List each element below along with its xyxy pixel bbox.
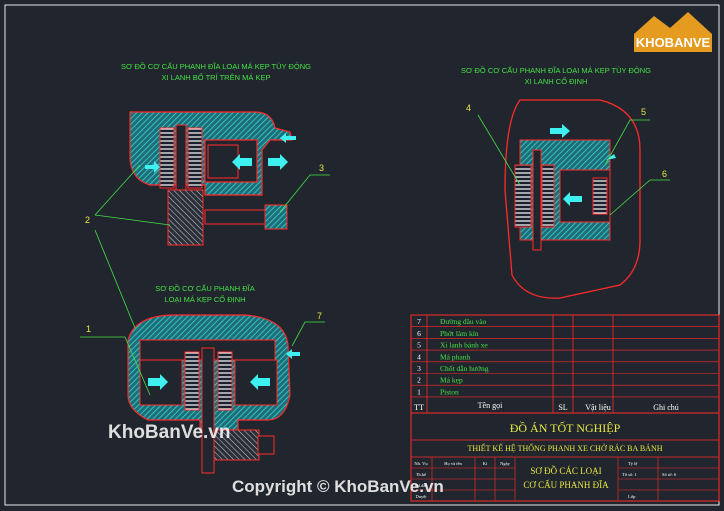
khobanve-logo: KHOBANVE — [634, 12, 712, 52]
project-title: ĐỒ ÁN TỐT NGHIỆP — [510, 420, 621, 435]
header-ghi-chu: Ghi chú — [653, 403, 679, 412]
title-top-left-2: XI LANH BỐ TRÍ TRÊN MÁ KẸP — [162, 72, 271, 82]
callout-5: 5 — [641, 107, 646, 117]
header-ngay: Ngày — [500, 461, 510, 466]
brake-pad-left-top-right — [514, 164, 532, 228]
role-huong-dan: Hd.dẫn — [414, 483, 428, 488]
header-tt: TT — [414, 403, 424, 412]
title-bottom-left-2: LOẠI MÁ KẸP CỐ ĐỊNH — [164, 294, 245, 304]
callout-7: 7 — [317, 311, 322, 321]
wheel-hub-top-left — [167, 189, 204, 246]
diagram-top-right: SƠ ĐỒ CƠ CẤU PHANH ĐĨA LOẠI MÁ KẸP TÙY Đ… — [461, 65, 670, 299]
role-nhiem-vu: Nh. Vụ — [414, 461, 428, 466]
callout-3: 3 — [319, 163, 324, 173]
part-name: Phớt làm kín — [440, 329, 479, 338]
callout-6: 6 — [662, 169, 667, 179]
watermark-left: KhoBanVe.vn — [108, 422, 230, 443]
brake-pad-left-top-left — [159, 127, 175, 189]
header-ki: Kí — [483, 461, 488, 466]
left-cylinder-bottom-left — [139, 359, 183, 406]
brake-pad-left-bottom-left — [184, 351, 200, 411]
part-number: 5 — [417, 341, 421, 350]
brake-disc-top-right — [532, 149, 542, 251]
header-sl: SL — [558, 403, 567, 412]
part-number: 3 — [417, 364, 421, 373]
guide-pin-head-top-left — [264, 204, 288, 230]
drawing-frame — [4, 4, 720, 506]
diagram-bottom-left: SƠ ĐỒ CƠ CẤU PHANH ĐĨA LOẠI MÁ KẸP CỐ ĐỊ… — [80, 229, 325, 474]
pad-arrow-top-left — [145, 161, 160, 173]
callout-4: 4 — [466, 103, 471, 113]
callout-1: 1 — [86, 324, 91, 334]
pressure-arrow-1-top-left — [232, 154, 252, 170]
label-ty-le: Tỷ lệ — [628, 461, 637, 466]
title-top-left-1: SƠ ĐỒ CƠ CẤU PHANH ĐĨA LOẠI MÁ KẸP TÙY Đ… — [121, 61, 311, 71]
wheel-hub-bottom-left — [213, 429, 260, 461]
role-duyet: Duyệt — [416, 494, 428, 499]
part-number: 6 — [417, 329, 421, 338]
fluid-inlet-arrow-top-left — [280, 133, 296, 143]
label-to-so: Tờ số: 1 — [622, 472, 637, 477]
part-name: Má phanh — [440, 352, 470, 361]
piston-top-right — [592, 177, 608, 215]
arrow-1-top-right — [550, 124, 570, 138]
title-top-right-1: SƠ ĐỒ CƠ CẤU PHANH ĐĨA LOẠI MÁ KẸP TÙY Đ… — [461, 65, 651, 75]
arrow-left-bottom-left — [148, 374, 168, 390]
parts-list-table: 7 Đường dầu vào 6 Phớt làm kín 5 Xi lanh bánh… — [410, 314, 720, 414]
callout-2: 2 — [85, 215, 90, 225]
label-so-to: Số tờ: 6 — [662, 472, 677, 477]
arrow-right-bottom-left — [250, 374, 270, 390]
label-lop: Lớp — [628, 494, 636, 499]
part-number: 2 — [417, 376, 421, 385]
arrow-2-top-right — [563, 192, 582, 206]
part-name: Chốt dẫn hướng — [440, 364, 489, 373]
logo-text: KHOBANVE — [636, 35, 711, 50]
part-number: 7 — [417, 317, 421, 326]
pressure-arrow-2-top-left — [268, 154, 288, 170]
title-top-right-2: XI LANH CỐ ĐỊNH — [525, 76, 588, 86]
drawing-name-2: CƠ CẤU PHANH ĐĨA — [523, 480, 609, 490]
part-name: Piston — [440, 387, 459, 396]
brake-pad-right-top-left — [187, 127, 203, 189]
fluid-inlet-arrow-bottom-left — [286, 349, 300, 359]
part-name: Đường dầu vào — [440, 317, 487, 326]
part-number: 1 — [417, 387, 421, 396]
role-thiet-ke: Th.kế — [416, 472, 427, 477]
drawing-name-1: SƠ ĐỒ CÁC LOẠI — [530, 466, 601, 476]
watermark-bottom: Copyright © KhoBanVe.vn — [232, 477, 444, 496]
title-bottom-left-1: SƠ ĐỒ CƠ CẤU PHANH ĐĨA — [155, 283, 255, 293]
title-block: ĐỒ ÁN TỐT NGHIỆP THIẾT KẾ HỆ THỐNG PHANH… — [410, 412, 720, 502]
brake-pad-right-bottom-left — [217, 351, 233, 411]
header-ten-goi: Tên gọi — [478, 401, 503, 410]
header-ho-ten: Họ và tên — [444, 461, 462, 466]
part-number: 4 — [417, 352, 421, 361]
brake-pad-right-top-right — [541, 164, 555, 228]
caliper-outline-top-right — [504, 99, 641, 299]
diagram-top-left: SƠ ĐỒ CƠ CẤU PHANH ĐĨA LOẠI MÁ KẸP TÙY Đ… — [85, 61, 330, 246]
header-vat-lieu: Vật liệu — [585, 403, 611, 412]
brake-disc-bottom-left — [201, 347, 215, 474]
subject-title: THIẾT KẾ HỆ THỐNG PHANH XE CHỞ RÁC BA BÁ… — [467, 443, 662, 453]
part-name: Má kẹp — [440, 376, 463, 385]
part-name: Xi lanh bánh xe — [440, 341, 488, 350]
